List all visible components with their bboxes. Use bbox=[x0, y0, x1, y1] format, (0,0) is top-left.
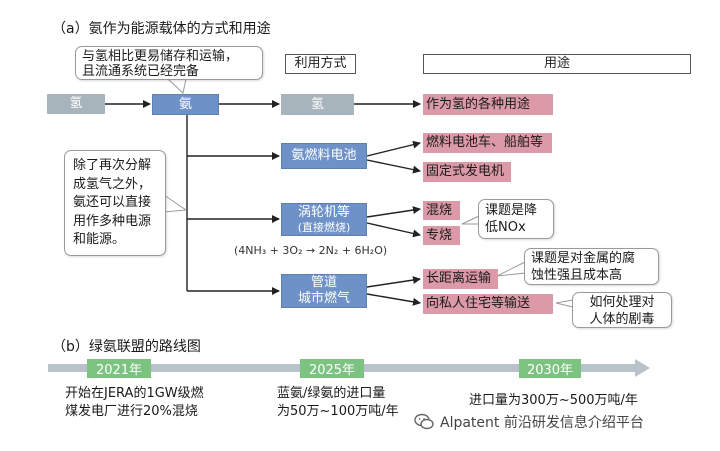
callout-corrosion-line: 课题是对金属的腐 bbox=[531, 251, 636, 266]
callout-toxicity: 如何处理对 人体的剧毒 bbox=[572, 292, 672, 328]
callout-storage-line: 与氢相比更易储存和运输， bbox=[82, 49, 239, 64]
use-long-distance: 长距离运输 bbox=[423, 269, 498, 289]
callout-direct-use: 除了再次分解 成氢气之外， 氨还可以直接 用作多种电源 和能源。 bbox=[64, 150, 166, 256]
header-method: 利用方式 bbox=[285, 54, 356, 74]
callout-nox-tail bbox=[461, 215, 480, 225]
callout-metal-tail bbox=[496, 261, 526, 277]
callout-direct-use-line: 氨还可以直接 bbox=[73, 195, 152, 210]
milestone-2021-line: 煤发电厂进行20%混烧 bbox=[65, 404, 198, 419]
use-co-firing: 混烧 bbox=[423, 201, 460, 220]
arrow-fc-vehicles bbox=[366, 140, 421, 157]
callout-toxicity-line: 如何处理对 bbox=[589, 295, 655, 310]
pipeline-label: 管道 bbox=[310, 275, 337, 290]
callout-toxic-tail bbox=[555, 299, 574, 308]
arrow-residential bbox=[366, 293, 421, 306]
section-a-title: （a）氨作为能源载体的方式和用途 bbox=[52, 21, 271, 37]
node-ammonia: 氨 bbox=[152, 94, 219, 115]
pipeline-sublabel: 城市燃气 bbox=[297, 291, 350, 306]
use-residential: 向私人住宅等输送 bbox=[423, 294, 553, 314]
milestone-year-2030: 2030年 bbox=[519, 359, 581, 378]
milestone-2025-line: 蓝氨/绿氨的进口量 bbox=[277, 386, 386, 401]
node-turbine: 涡轮机等 (直接燃烧) bbox=[281, 203, 367, 236]
reaction-formula: (4NH₃ + 3O₂ → 2N₂ + 6H₂O) bbox=[234, 244, 388, 257]
arrow-long-distance bbox=[366, 276, 421, 288]
callout-storage-line: 且流通系统已经完备 bbox=[82, 64, 200, 79]
callout-direct-use-line: 和能源。 bbox=[73, 232, 126, 247]
milestone-text-2025: 蓝氨/绿氨的进口量 为50万~100万吨/年 bbox=[277, 385, 399, 421]
milestone-year-2021: 2021年 bbox=[87, 359, 151, 378]
milestone-2025-line: 为50万~100万吨/年 bbox=[277, 404, 399, 419]
callout-nox-line: 低NOx bbox=[485, 219, 526, 235]
use-fuel-cell-vehicles: 燃料电池车、船舶等 bbox=[423, 133, 552, 153]
callout-top-tail bbox=[166, 78, 187, 94]
callout-nox: 课题是降 低NOx bbox=[478, 199, 554, 239]
node-pipeline: 管道 城市燃气 bbox=[281, 274, 367, 308]
use-stationary-power: 固定式发电机 bbox=[423, 162, 511, 182]
callout-direct-use-line: 除了再次分解 bbox=[73, 158, 152, 173]
milestone-text-2030: 进口量为300万~500万吨/年 bbox=[469, 392, 638, 410]
watermark: Alpatent 前沿研发信息介绍平台 bbox=[414, 412, 644, 432]
node-fuel-cell: 氨燃料电池 bbox=[281, 143, 367, 169]
arrow-dedicated bbox=[366, 222, 421, 238]
watermark-text: Alpatent 前沿研发信息介绍平台 bbox=[440, 415, 644, 431]
milestone-text-2021: 开始在JERA的1GW级燃 煤发电厂进行20%混烧 bbox=[65, 385, 204, 421]
use-dedicated-firing: 专烧 bbox=[423, 226, 460, 245]
turbine-label: 涡轮机等 bbox=[297, 204, 350, 220]
milestone-year-2025: 2025年 bbox=[300, 359, 364, 378]
milestone-2030-line: 进口量为300万~500万吨/年 bbox=[469, 393, 638, 408]
section-b-title: （b）绿氨联盟的路线图 bbox=[52, 339, 201, 355]
callout-direct-use-line: 成氢气之外， bbox=[73, 176, 152, 192]
node-hydrogen-source: 氢 bbox=[47, 94, 105, 114]
callout-nox-line: 课题是降 bbox=[485, 203, 538, 218]
node-hydrogen-use: 氢 bbox=[281, 94, 354, 115]
callout-corrosion-line: 蚀性强且成本高 bbox=[531, 267, 623, 283]
milestone-2021-line: 开始在JERA的1GW级燃 bbox=[65, 386, 204, 401]
arrow-fc-stationary bbox=[366, 159, 421, 174]
callout-corrosion: 课题是对金属的腐 蚀性强且成本高 bbox=[524, 248, 659, 285]
use-hydrogen-applications: 作为氢的各种用途 bbox=[423, 94, 553, 115]
turbine-sublabel: (直接燃烧) bbox=[297, 220, 351, 234]
callout-toxicity-line: 人体的剧毒 bbox=[589, 311, 655, 327]
callout-left-tail bbox=[163, 194, 188, 213]
wechat-icon bbox=[414, 413, 434, 430]
header-use: 用途 bbox=[423, 54, 691, 74]
callout-storage: 与氢相比更易储存和运输， 且流通系统已经完备 bbox=[75, 46, 263, 80]
callout-direct-use-line: 用作多种电源 bbox=[73, 213, 152, 229]
arrow-co-firing bbox=[366, 206, 421, 218]
